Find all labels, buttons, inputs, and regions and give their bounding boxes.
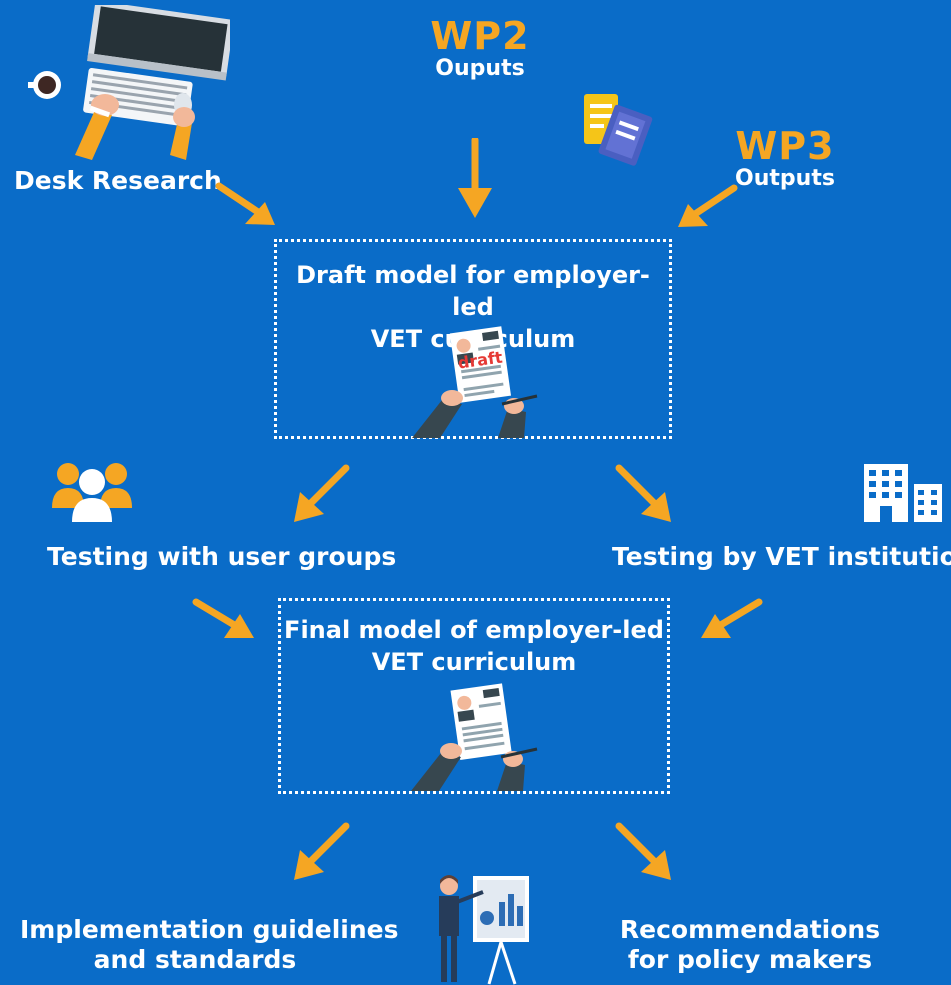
desk-research-icon [28,5,230,160]
recommendations-label: Recommendations for policy makers [590,915,910,975]
documents-icon [584,94,653,166]
wp3-title: WP3 [735,124,835,168]
final-model-title: Final model of employer-led VET curricul… [281,614,667,678]
cv-draft-icon: draft [412,326,538,438]
final-model-box: Final model of employer-led VET curricul… [278,598,670,794]
arrow-draft-to-vet [615,464,671,522]
draft-model-box: Draft model for employer-led VET curricu… [274,239,672,439]
arrow-final-to-implementation [294,822,350,880]
arrow-desk-to-draft [215,182,275,225]
final-model-title-line1: Final model of employer-led [284,616,664,644]
cv-final-icon [411,683,538,791]
arrow-final-to-recommendations [615,822,671,880]
draft-model-title-line1: Draft model for employer-led [296,261,650,321]
arrow-draft-to-users [294,464,350,522]
buildings-icon [864,464,942,522]
wp2-title: WP2 [430,14,530,58]
desk-research-label: Desk Research [14,166,222,195]
testing-vet-label: Testing by VET institutions [612,542,951,571]
testing-users-label: Testing with user groups [47,542,397,571]
arrow-users-to-final [192,598,254,638]
draft-model-title: Draft model for employer-led VET curricu… [277,259,669,355]
recommendations-line1: Recommendations [619,915,881,944]
wp3-subtitle: Outputs [735,166,835,191]
presenter-icon [439,875,529,985]
implementation-line2: and standards [93,945,297,974]
arrow-vet-to-final [701,598,763,638]
implementation-label: Implementation guidelines and standards [20,915,399,975]
wp2-block: WP2 Ouputs [390,16,570,82]
arrow-wp3-to-draft [678,184,738,227]
implementation-line1: Implementation guidelines [20,915,399,944]
arrow-wp2-to-draft [458,138,492,218]
user-group-icon [52,463,132,522]
recommendations-line2: for policy makers [627,945,873,974]
wp3-block: WP3 Outputs [720,126,850,192]
wp2-subtitle: Ouputs [435,56,525,81]
final-model-title-line2: VET curriculum [371,648,577,676]
